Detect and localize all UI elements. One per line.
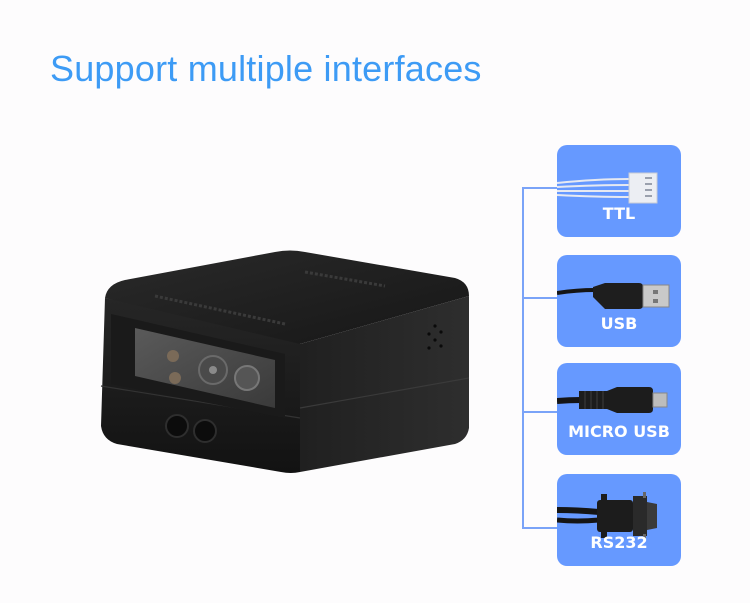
page-title: Support multiple interfaces: [50, 48, 482, 89]
connector-vertical-line: [522, 187, 524, 528]
usb-a-plug-icon: [557, 283, 670, 309]
connector-line-micro-usb: [522, 411, 558, 413]
connector-line-usb: [522, 297, 558, 299]
interface-card-rs232: RS232: [557, 474, 681, 566]
interface-label-usb: USB: [600, 314, 638, 333]
interface-label-micro-usb: MICRO USB: [568, 422, 670, 441]
connector-line-rs232: [522, 527, 558, 529]
db9-serial-connector-icon: [557, 492, 657, 540]
ttl-4pin-connector-icon: [557, 172, 658, 204]
barcode-scanner-image: [100, 250, 470, 473]
interface-label-rs232: RS232: [590, 533, 648, 552]
interface-card-ttl: TTL: [557, 145, 681, 237]
interface-label-ttl: TTL: [602, 204, 636, 223]
interface-card-micro-usb: MICRO USB: [557, 363, 681, 455]
interface-card-usb: USB: [557, 255, 681, 347]
connector-line-ttl: [522, 187, 558, 189]
micro-usb-plug-icon: [557, 387, 668, 413]
